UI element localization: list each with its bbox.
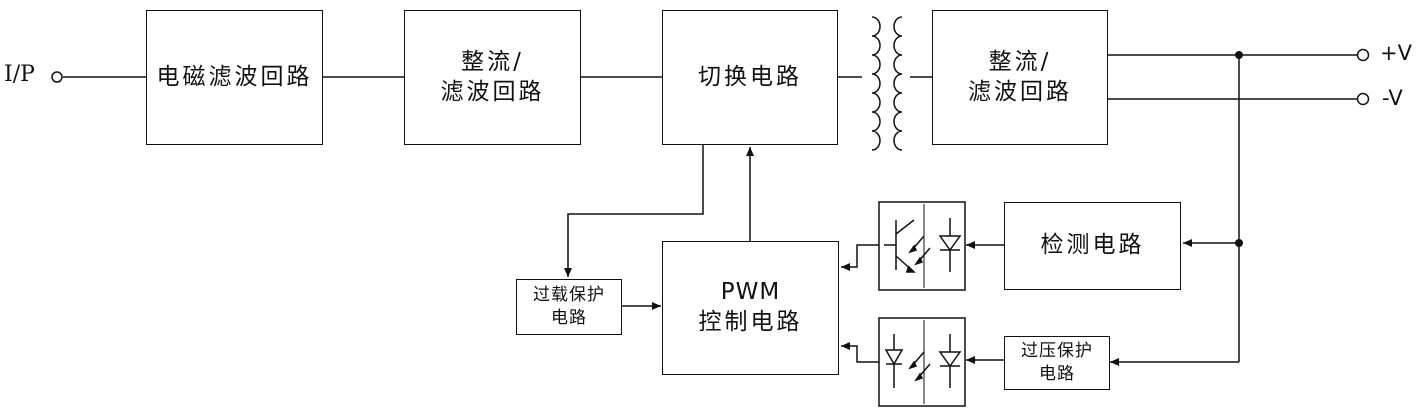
emi-filter-block: 电磁滤波回路 (146, 10, 323, 145)
overload-label-2: 电路 (551, 308, 587, 328)
switching-label: 切换电路 (698, 63, 802, 90)
overload-protection-block: 过载保护 电路 (516, 279, 622, 335)
overvoltage-label-1: 过压保护 (1021, 341, 1093, 362)
junction-dot (1235, 51, 1243, 59)
wire-opto2-pwm (841, 342, 879, 363)
optocoupler-lower (878, 317, 966, 407)
overvoltage-label-2: 电路 (1039, 364, 1075, 384)
positive-terminal (1356, 48, 1370, 62)
wire-opto1-pwm (841, 244, 879, 271)
positive-output-label: +V (1380, 41, 1412, 65)
output-rectifier-label-1: 整流/ (988, 48, 1052, 75)
transformer (871, 16, 903, 151)
negative-output-label: -V (1382, 86, 1403, 110)
overload-label-1: 过载保护 (533, 285, 605, 306)
junction-dot (1235, 239, 1243, 247)
switching-block: 切换电路 (662, 10, 838, 145)
wire-switch-overload (564, 145, 704, 277)
negative-terminal (1356, 92, 1370, 106)
pwm-label: PWM (720, 279, 781, 306)
detection-label: 检测电路 (1040, 232, 1145, 259)
input-terminal (51, 71, 63, 83)
emi-filter-label: 电磁滤波回路 (156, 63, 313, 90)
input-rectifier-label-1: 整流/ (461, 48, 524, 75)
input-label: I/P (4, 62, 35, 87)
pwm-control-label: 控制电路 (698, 309, 803, 335)
optocoupler-upper (878, 201, 966, 291)
output-rectifier-block: 整流/ 滤波回路 (932, 10, 1108, 145)
input-rectifier-label-2: 滤波回路 (440, 78, 545, 105)
overvoltage-protection-block: 过压保护 电路 (1004, 336, 1110, 390)
input-rectifier-block: 整流/ 滤波回路 (404, 10, 581, 145)
output-rectifier-label-2: 滤波回路 (968, 78, 1072, 105)
pwm-control-block: PWM 控制电路 (662, 241, 839, 375)
detection-block: 检测电路 (1004, 202, 1181, 290)
